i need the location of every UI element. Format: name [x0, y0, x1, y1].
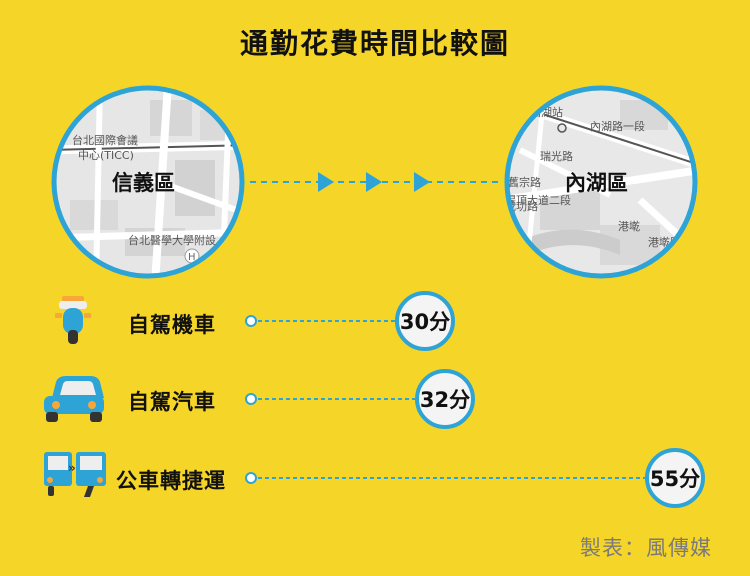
- map-label-dingding: 堤頂大道二段: [505, 193, 571, 207]
- metro-station-icon: [557, 123, 567, 133]
- bar-start-dot-0: [245, 315, 257, 327]
- value-label-0: 30分: [400, 310, 450, 334]
- origin-map: 台北國際會議 中心(TICC) 台北醫學大學附設 H 信義區: [51, 85, 245, 279]
- value-label-1: 32分: [420, 388, 470, 412]
- hospital-icon: H: [188, 252, 196, 263]
- value-label-2: 55分: [650, 467, 700, 491]
- route-connector: [250, 172, 500, 192]
- route-arrow-1: [318, 172, 334, 192]
- map-label-ticc: 台北國際會議: [72, 133, 138, 147]
- credit-text: 製表：風傳媒: [580, 536, 712, 560]
- route-arrow-2: [366, 172, 382, 192]
- mode-label-bus-metro: 公車轉捷運: [116, 469, 226, 493]
- map-label-hospital: 台北醫學大學附設: [128, 233, 216, 247]
- map-label-chenggong: 成功路: [505, 200, 538, 213]
- svg-text:»: »: [68, 461, 76, 475]
- destination-name: 內湖區: [565, 171, 628, 195]
- map-label-ticc-2: 中心(TICC): [78, 149, 134, 162]
- map-label-gangqian: 港墘: [618, 219, 640, 233]
- value-badge-1: [415, 369, 475, 429]
- bar-start-dot-2: [245, 472, 257, 484]
- chart-title: 通勤花費時間比較圖: [239, 27, 510, 60]
- bus-metro-icon: »: [44, 452, 106, 497]
- origin-name: 信義區: [112, 171, 175, 195]
- route-arrow-3: [414, 172, 430, 192]
- destination-map: 西湖站 內湖路一段 瑞光路 舊宗路 成功路 堤頂大道二段 港墘 港墘路 內湖區: [504, 85, 698, 279]
- value-badge-2: [645, 448, 705, 508]
- car-icon: [44, 376, 104, 422]
- value-badge-0: [395, 291, 455, 351]
- scooter-icon: [55, 296, 91, 344]
- map-label-jiuzong: 舊宗路: [508, 175, 541, 189]
- bars-group: 30分 32分 55分: [245, 291, 705, 508]
- mode-label-scooter: 自駕機車: [128, 313, 216, 337]
- mode-label-car: 自駕汽車: [128, 390, 216, 414]
- map-label-ruiguang: 瑞光路: [540, 149, 573, 163]
- bar-start-dot-1: [245, 393, 257, 405]
- map-label-neihu-rd: 內湖路一段: [590, 119, 645, 133]
